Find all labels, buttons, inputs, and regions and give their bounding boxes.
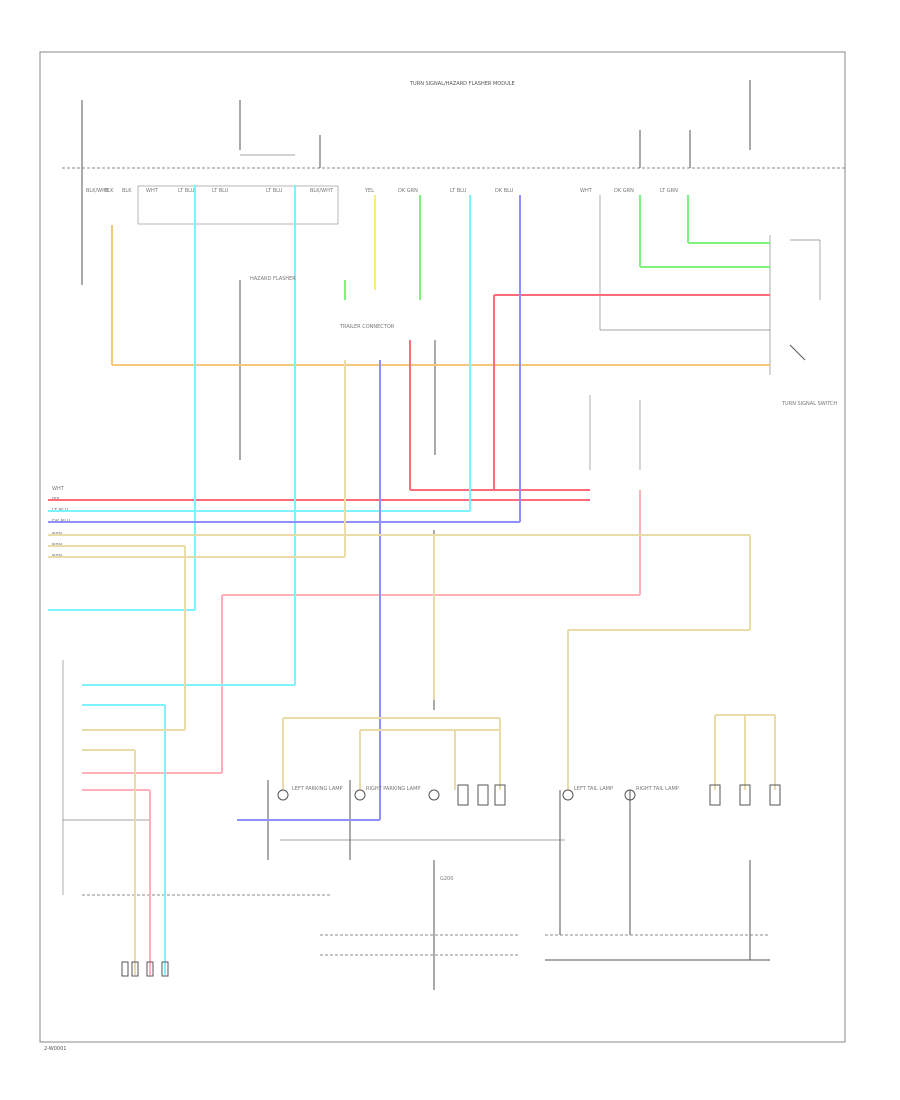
connector-label: LT BLU (450, 188, 467, 194)
grey-wires (62, 80, 771, 990)
connector-label: BLK (122, 188, 132, 194)
component-label: HAZARD FLASHER (250, 276, 296, 282)
top-connector-row: BLK/WHT BLK BLK WHT LT BLU LT BLU LT BLU… (86, 188, 678, 194)
lamp-symbols (277, 784, 781, 806)
connector-label: BLK (104, 188, 114, 194)
lamp-icon (709, 784, 721, 806)
lamp-right-front-icon (354, 789, 366, 801)
component-label: RIGHT TAIL LAMP (636, 786, 679, 792)
component-label: TURN SIGNAL SWITCH (781, 401, 837, 407)
connector-label: BLK/WHT (310, 188, 334, 194)
lamp-left-rear-icon (562, 789, 574, 801)
connector-label: DK BLU (495, 188, 514, 194)
footer-id: 2-W0001 (44, 1046, 66, 1052)
component-label: G200 (440, 876, 453, 882)
lamp-icon (494, 784, 506, 806)
lamp-left-front-icon (277, 789, 289, 801)
wire-segment (789, 344, 806, 361)
connector-label: YEL (364, 188, 374, 194)
component-label: RIGHT PARKING LAMP (366, 786, 420, 792)
lamp-icon (457, 784, 469, 806)
wire-segment (131, 961, 139, 977)
wire-segment (146, 961, 154, 977)
connector-label: WHT (146, 188, 159, 194)
left-wire-label: WHT (52, 486, 65, 492)
lamp-right-rear-icon (624, 789, 636, 801)
connector-label: LT BLU (178, 188, 195, 194)
connector-label: DK GRN (398, 188, 418, 194)
trailer-connector-pins (121, 961, 169, 977)
diagram-border (39, 51, 846, 1043)
wire-segment (161, 961, 169, 977)
connector-label: DK GRN (614, 188, 634, 194)
connector-label: LT BLU (266, 188, 283, 194)
turn-signal-switch-symbol (789, 239, 821, 361)
header-label: TURN SIGNAL/HAZARD FLASHER MODULE (409, 81, 515, 87)
connector-label: WHT (580, 188, 593, 194)
connector-box (137, 185, 339, 225)
connector-label: LT GRN (660, 188, 678, 194)
lamp-icon (739, 784, 751, 806)
colored-wires (48, 185, 776, 975)
connector-label: BLK/WHT (86, 188, 110, 194)
component-label: LEFT PARKING LAMP (292, 786, 343, 792)
lamp-icon (428, 789, 440, 801)
connector-label: LT BLU (212, 188, 229, 194)
wire-segment (121, 961, 129, 977)
component-label: TRAILER CONNECTOR (339, 324, 395, 330)
lamp-icon (769, 784, 781, 806)
component-label: LEFT TAIL LAMP (574, 786, 613, 792)
lamp-icon (477, 784, 489, 806)
